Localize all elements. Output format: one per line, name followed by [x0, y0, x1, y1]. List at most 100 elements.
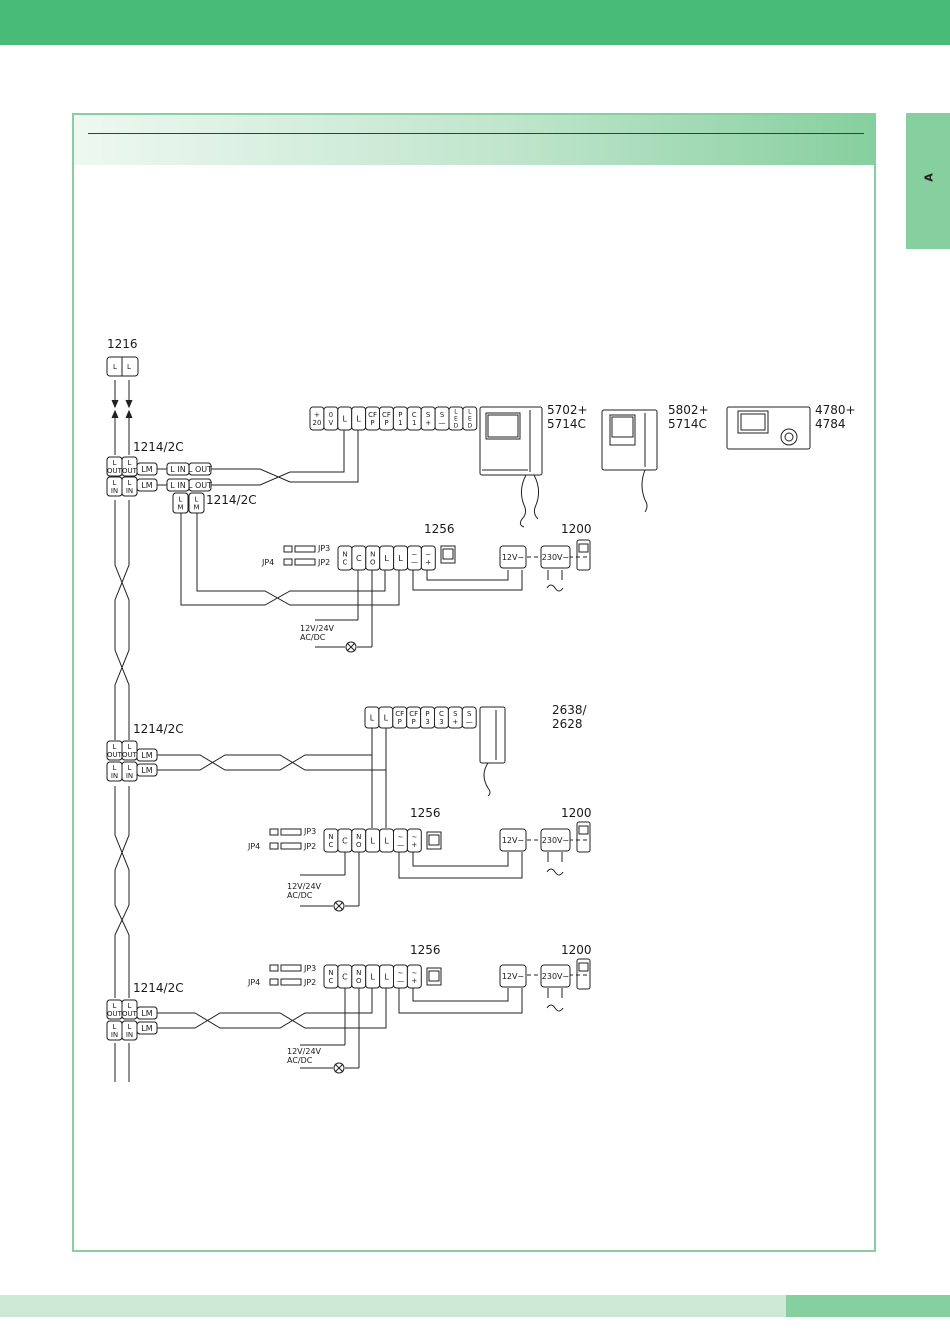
m2-lm-b-box — [136, 763, 158, 777]
label-1200-bottom: 1200 — [561, 943, 592, 957]
power12-0-box — [499, 545, 527, 569]
supply-label-2a: 12V/24V — [287, 882, 322, 891]
relay2-terminal-6-text: + — [411, 977, 417, 985]
m1-lm-pin-b-text: L — [195, 496, 199, 504]
relay2-terminal-6-box — [406, 964, 422, 989]
interphone-terminal-4-text: 3 — [425, 718, 429, 726]
monitor-terminal-0-text: + — [314, 411, 320, 419]
relay2-terminal-1-text: C — [342, 973, 348, 982]
label-1256-bottom: 1256 — [410, 943, 441, 957]
m3-out-b-text: OUT — [122, 1010, 138, 1018]
header-rule — [88, 133, 864, 134]
power230-1-box — [540, 828, 571, 852]
relay1-terminal-2-text: N — [356, 833, 361, 841]
label-1200-mid: 1200 — [561, 806, 592, 820]
interphone-terminal-7-text: — — [466, 718, 473, 726]
relay1-terminal-5-text: — — [397, 841, 404, 849]
panel-header — [74, 115, 874, 165]
relay0-terminal-6-box — [420, 545, 436, 571]
supply-label-3a: 12V/24V — [287, 1047, 322, 1056]
m1-lout-b-text: L OUT — [188, 481, 212, 490]
interphone-terminal-7-text: S — [467, 710, 472, 718]
power12-2-box — [499, 964, 527, 988]
monitor-terminal-11-text: L — [468, 409, 472, 416]
interphone-terminal-3-text: CF — [409, 710, 418, 718]
relay1-terminal-4-text: L — [384, 837, 389, 846]
bottom-bar-page — [786, 1295, 950, 1317]
relay0-terminal-5-text: ∼ — [412, 551, 418, 559]
m1-in-b-text: L — [128, 479, 132, 487]
section-tab[interactable]: A — [906, 113, 950, 249]
power12-2-text: 12V∼ — [502, 972, 524, 981]
relay2-terminal-5-text: — — [397, 977, 404, 985]
interphone-terminal-7-box — [461, 706, 477, 729]
interphone-terminal-6-text: S — [453, 710, 458, 718]
label-1214-bottom: 1214/2C — [133, 981, 184, 995]
relay2-terminal-3-text: L — [370, 973, 375, 982]
relay1-terminal-6-box — [406, 828, 422, 853]
relay1-terminal-3-text: L — [370, 837, 375, 846]
interphone-terminal-3-text: P — [412, 718, 416, 726]
m2-out-b-text: L — [128, 743, 132, 751]
supply-label-1b: AC/DC — [300, 633, 326, 642]
power12-0-text: 12V∼ — [502, 553, 524, 562]
monitor-terminal-4-text: P — [370, 419, 374, 427]
m2-lm-a-text: LM — [141, 751, 152, 760]
m2-out-a-text: L — [113, 743, 117, 751]
relay1-terminal-0-text: N — [328, 833, 333, 841]
m3-lm-b-box — [136, 1021, 158, 1035]
m2-out-b-text: OUT — [122, 751, 138, 759]
power230-0-box — [540, 545, 571, 569]
relay0-terminal-2-text: O — [370, 559, 376, 567]
m3-in-b-text: L — [128, 1023, 132, 1031]
label-monitor2-line2: 5714C — [668, 417, 707, 431]
relay1-terminal-1-text: C — [342, 837, 348, 846]
monitor-terminal-6-text: 1 — [398, 419, 402, 427]
label-1200-top: 1200 — [561, 522, 592, 536]
monitor-terminal-2-text: L — [343, 415, 348, 424]
m1-in-a-text: IN — [111, 487, 118, 495]
relay1-terminal-0-text: C — [329, 841, 334, 849]
monitor-terminal-10-text: D — [454, 423, 459, 430]
power230-2-text: 230V∼ — [542, 972, 569, 981]
supply-labels: 12V/24V AC/DC 12V/24V AC/DC 12V/24V AC/D… — [247, 544, 335, 1065]
m2-lm-b-text: LM — [141, 766, 152, 775]
supply-label-3b: AC/DC — [287, 1056, 313, 1065]
label-monitor2-line1: 5802+ — [668, 403, 709, 417]
monitor-terminal-1-text: V — [328, 419, 333, 427]
m1-lin-b-text: L IN — [170, 481, 185, 490]
m2-in-b-text: IN — [126, 772, 133, 780]
power12-1-box — [499, 828, 527, 852]
top-bar — [0, 0, 950, 45]
m1-out-a-text: L — [113, 459, 117, 467]
label-1216: 1216 — [107, 337, 138, 351]
monitor-terminal-4-text: CF — [368, 411, 377, 419]
m2-lm-a-box — [136, 748, 158, 762]
monitor-terminal-10-text: L — [454, 409, 458, 416]
label-monitor1-line2: 5714C — [547, 417, 586, 431]
label-interphone-line2: 2628 — [552, 717, 583, 731]
m1-out-b-text: OUT — [122, 467, 138, 475]
label-1256-mid: 1256 — [410, 806, 441, 820]
m1-lm-a-text: LM — [141, 465, 152, 474]
relay0-terminal-1-text: C — [356, 554, 362, 563]
jp4-label-3: JP4 — [247, 978, 260, 987]
label-monitor1-line1: 5702+ — [547, 403, 588, 417]
label-monitor3-line1: 4780+ — [815, 403, 856, 417]
m1-out-b-text: L — [128, 459, 132, 467]
label-1214-lm: 1214/2C — [206, 493, 257, 507]
jp3-label-2: JP3 — [303, 827, 316, 836]
interphone-terminal-2-text: P — [398, 718, 402, 726]
monitor-terminal-5-text: CF — [382, 411, 391, 419]
supply-label-1a: 12V/24V — [300, 624, 335, 633]
m3-out-b-text: L — [128, 1002, 132, 1010]
power230-1-text: 230V∼ — [542, 836, 569, 845]
monitor-terminal-5-text: P — [384, 419, 388, 427]
relay1-terminal-2-text: O — [356, 841, 362, 849]
m1-out-a-text: OUT — [107, 467, 123, 475]
monitor-terminal-11-box — [462, 406, 478, 431]
m1-lm-pin-a-text: M — [177, 504, 183, 512]
module-text: L L — [113, 363, 131, 371]
monitor-terminal-7-text: 1 — [412, 419, 416, 427]
